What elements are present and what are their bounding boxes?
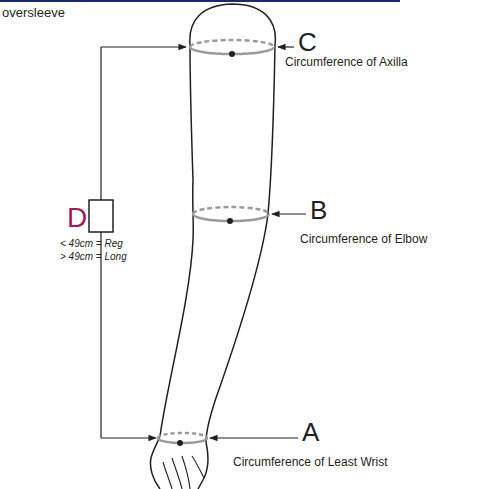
header-bar (0, 0, 400, 2)
measure-dots (177, 51, 235, 446)
measure-label: Circumference of Elbow (300, 233, 427, 246)
callout-letter: C (298, 28, 317, 57)
measure-label: Circumference of Least Wrist (233, 456, 388, 469)
callout-letter: A (302, 418, 319, 447)
callout-letter: D (67, 203, 87, 234)
note-text: oversleeve (2, 6, 65, 20)
measure-label: Circumference of Axilla (285, 56, 408, 69)
fingers (163, 456, 204, 489)
size-rule: > 49cm = Long (60, 251, 127, 262)
size-rule: < 49cm = Reg (60, 238, 123, 249)
measure-rings (158, 40, 274, 443)
pointer-arrows (210, 47, 306, 438)
arm-outline (150, 4, 275, 489)
callout-letter: B (310, 196, 327, 225)
entry-box (89, 200, 113, 232)
